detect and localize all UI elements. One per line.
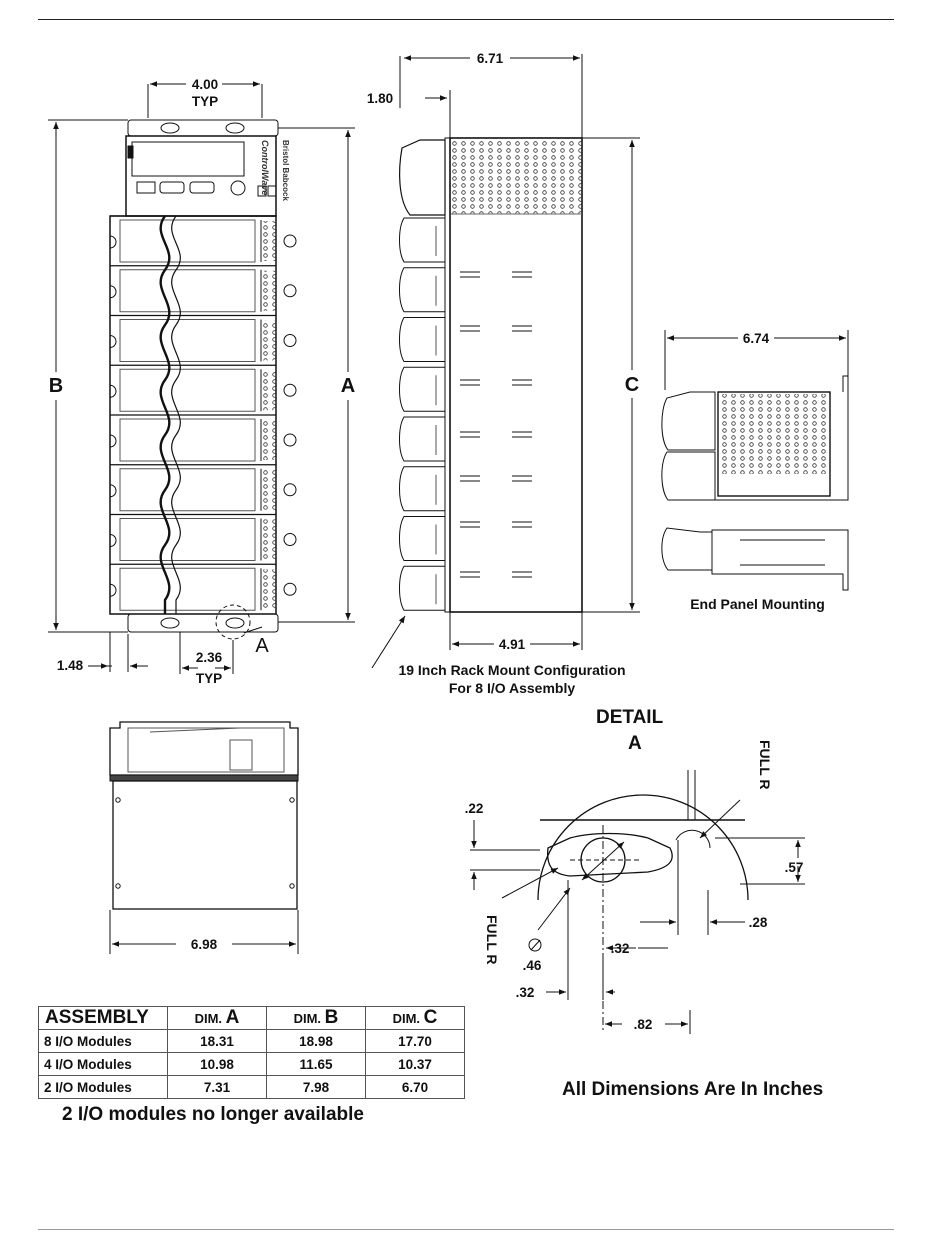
table-note: 2 I/O modules no longer available xyxy=(62,1104,364,1125)
serial-port-2 xyxy=(189,181,215,194)
side-view xyxy=(371,54,640,669)
side-module xyxy=(399,516,445,561)
side-vent-pattern xyxy=(450,138,582,214)
caption-all-dimensions: All Dimensions Are In Inches xyxy=(562,1079,824,1100)
header-dim-word: DIM. xyxy=(194,1011,223,1026)
ethernet-port xyxy=(136,181,156,194)
dim-label-c: C xyxy=(625,374,639,396)
end-panel-view xyxy=(661,330,849,591)
dim-6-74: 6.74 xyxy=(743,331,770,346)
header-dim-letter: B xyxy=(324,1007,339,1028)
io-module-slot xyxy=(109,414,297,462)
dim-detail-82: .82 xyxy=(634,1017,653,1032)
dim-6-98: 6.98 xyxy=(191,937,218,952)
side-module xyxy=(399,366,445,412)
bottom-view xyxy=(109,721,299,954)
header-dim-letter: A xyxy=(225,1007,240,1028)
table-row: 2 I/O Modules 7.31 7.98 6.70 xyxy=(38,1075,465,1099)
dim-1-48: 1.48 xyxy=(57,658,84,673)
dim-detail-57: .57 xyxy=(785,860,804,875)
detail-a-view xyxy=(470,770,805,1034)
front-dimensions xyxy=(48,81,355,674)
header-assembly: ASSEMBLY xyxy=(38,1006,168,1030)
io-module-slot xyxy=(109,265,297,313)
dim-2-36: 2.36 xyxy=(196,650,223,665)
front-top-hole-right xyxy=(225,122,245,134)
caption-rack-mount-line2: For 8 I/O Assembly xyxy=(448,680,576,696)
row-dim-c: 17.70 xyxy=(365,1029,465,1053)
table-header-row: ASSEMBLY DIM. A DIM. B DIM. C xyxy=(38,1006,465,1030)
io-module-slot xyxy=(109,513,297,561)
table-row: 8 I/O Modules 18.31 18.98 17.70 xyxy=(38,1029,465,1053)
detail-subtitle: A xyxy=(628,733,642,754)
io-module-slot xyxy=(109,464,297,512)
io-module-slot xyxy=(109,563,297,611)
full-r-left: FULL R xyxy=(484,915,500,965)
dim-detail-28: .28 xyxy=(749,915,768,930)
cable-harness xyxy=(159,215,171,614)
caption-end-panel: End Panel Mounting xyxy=(690,596,825,612)
bottom-plate xyxy=(112,780,298,910)
full-r-right: FULL R xyxy=(757,740,773,790)
header-dim-c: DIM. C xyxy=(365,1006,465,1030)
row-name: 4 I/O Modules xyxy=(38,1052,168,1076)
side-module xyxy=(399,267,445,313)
side-module xyxy=(399,466,445,512)
assembly-dimension-table: ASSEMBLY DIM. A DIM. B DIM. C 8 I/O Modu… xyxy=(38,1006,465,1099)
dim-4-00: 4.00 xyxy=(192,77,218,92)
serial-port-1 xyxy=(159,181,185,194)
dim-detail-32-lower: .32 xyxy=(516,985,535,1000)
dim-detail-32-upper: .32 xyxy=(611,941,630,956)
detail-callout-circle xyxy=(215,604,251,640)
header-dim-a: DIM. A xyxy=(167,1006,267,1030)
front-view xyxy=(109,119,297,640)
side-module xyxy=(399,317,445,362)
io-module-slot xyxy=(109,364,297,412)
dim-6-71: 6.71 xyxy=(477,51,504,66)
side-module xyxy=(399,217,445,263)
header-dim-letter: C xyxy=(423,1007,438,1028)
caption-rack-mount-line1: 19 Inch Rack Mount Configuration xyxy=(398,662,626,678)
row-name: 2 I/O Modules xyxy=(38,1075,168,1099)
front-top-flange xyxy=(127,119,279,137)
dim-label-a: A xyxy=(341,375,355,397)
dim-detail-22: .22 xyxy=(465,801,484,816)
bottom-rule xyxy=(38,1229,894,1230)
dim-detail-46: .46 xyxy=(523,958,542,973)
brand-label: Bristol Babcock xyxy=(281,140,290,201)
row-dim-a: 7.31 xyxy=(167,1075,267,1099)
side-module xyxy=(399,565,445,611)
row-name: 8 I/O Modules xyxy=(38,1029,168,1053)
detail-title: DETAIL xyxy=(596,707,664,728)
header-dim-word: DIM. xyxy=(293,1011,322,1026)
detail-callout-a: A xyxy=(255,635,269,657)
cpu-knob xyxy=(230,180,246,196)
model-label: ControlWave xyxy=(260,140,270,195)
dim-4-00-typ: TYP xyxy=(192,94,218,109)
row-dim-a: 18.31 xyxy=(167,1029,267,1053)
row-dim-b: 11.65 xyxy=(266,1052,366,1076)
front-top-hole-left xyxy=(160,122,180,134)
io-module-slot xyxy=(109,314,297,362)
dim-label-b: B xyxy=(49,375,63,397)
top-rule xyxy=(38,19,894,20)
row-dim-b: 18.98 xyxy=(266,1029,366,1053)
row-dim-b: 7.98 xyxy=(266,1075,366,1099)
row-dim-a: 10.98 xyxy=(167,1052,267,1076)
dim-2-36-typ: TYP xyxy=(196,671,222,686)
header-dim-word: DIM. xyxy=(392,1011,421,1026)
table-row: 4 I/O Modules 10.98 11.65 10.37 xyxy=(38,1052,465,1076)
header-dim-b: DIM. B xyxy=(266,1006,366,1030)
row-dim-c: 6.70 xyxy=(365,1075,465,1099)
io-module-slot xyxy=(109,215,297,263)
dim-4-91: 4.91 xyxy=(499,637,526,652)
dim-1-80: 1.80 xyxy=(367,91,393,106)
side-module xyxy=(399,416,445,462)
row-dim-c: 10.37 xyxy=(365,1052,465,1076)
